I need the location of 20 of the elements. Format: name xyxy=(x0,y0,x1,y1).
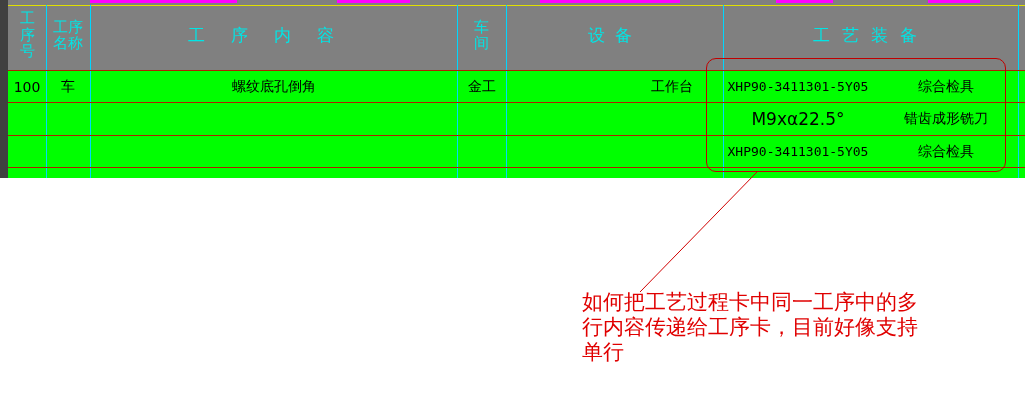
column-heading: 车间 xyxy=(474,18,489,52)
table-value: 综合检具 xyxy=(918,142,974,161)
column-heading: 工序号 xyxy=(19,10,35,60)
column-heading: 工序名称 xyxy=(53,18,83,52)
table-value: XHP90-3411301-5Y05 xyxy=(727,79,869,94)
table-value: 错齿成形铣刀 xyxy=(904,109,988,128)
table-value: 综合检具 xyxy=(918,77,974,96)
table-value: M9xα22.5° xyxy=(751,108,845,129)
column-heading: 工艺装备 xyxy=(812,25,929,45)
column-heading: 工序内容 xyxy=(187,25,360,45)
leader-line xyxy=(639,171,758,293)
table-value: 车 xyxy=(61,77,75,96)
column-heading: 设备 xyxy=(587,25,642,45)
table-value: 工作台 xyxy=(651,77,693,96)
table-value: 金工 xyxy=(467,77,496,96)
highlight-frame xyxy=(706,58,1006,172)
table-value: XHP90-3411301-5Y05 xyxy=(727,144,869,159)
annotation-note: 如何把工艺过程卡中同一工序中的多行内容传递给工序卡，目前好像支持单行 xyxy=(582,290,922,366)
table-value: 螺纹底孔倒角 xyxy=(231,77,316,96)
table-value: 100 xyxy=(13,78,41,95)
